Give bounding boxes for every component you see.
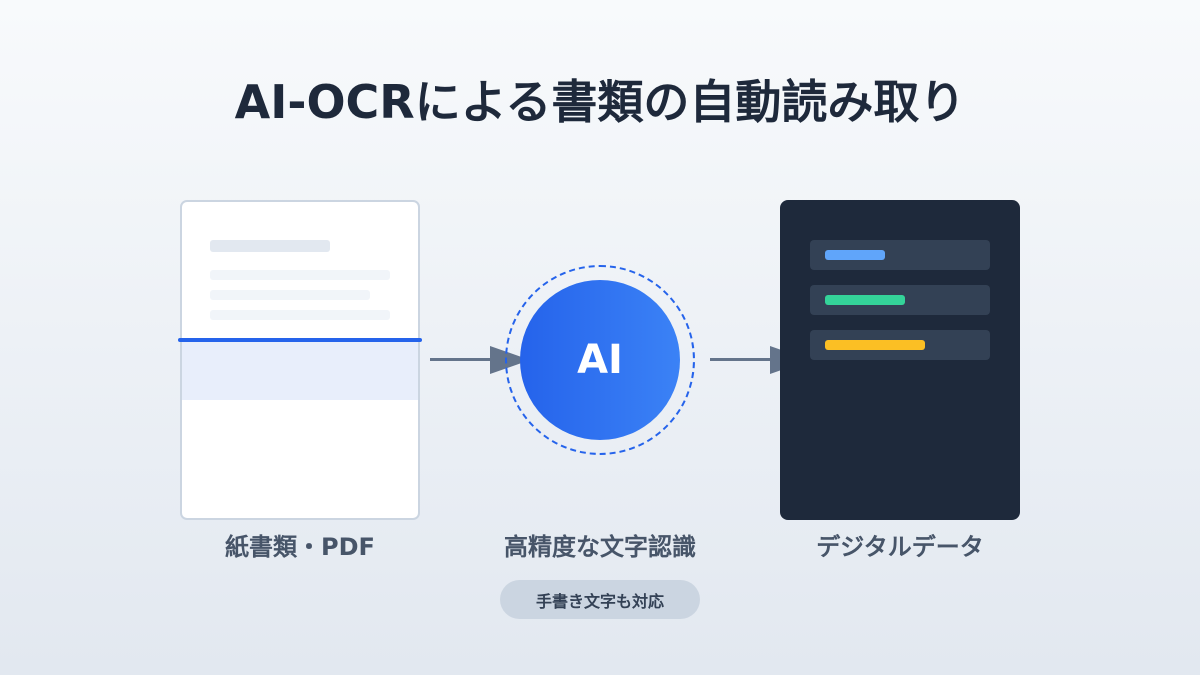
step-label-paper: 紙書類・PDF	[225, 533, 375, 561]
ai-circle: AI	[520, 280, 680, 440]
scan-line	[178, 338, 422, 342]
doc-text-line	[210, 310, 390, 320]
data-field	[810, 285, 990, 315]
doc-text-line	[210, 270, 390, 280]
handwriting-badge: 手書き文字も対応	[500, 580, 700, 619]
data-field	[810, 240, 990, 270]
scan-highlight	[182, 342, 418, 400]
step-label-digital: デジタルデータ	[816, 533, 984, 561]
step-label-recognition: 高精度な文字認識	[504, 533, 696, 561]
doc-heading-line	[210, 240, 330, 252]
arrow-shaft	[430, 358, 492, 361]
data-field-bar	[825, 295, 905, 305]
data-field-bar	[825, 250, 885, 260]
page-title: AI-OCRによる書類の自動読み取り	[234, 75, 966, 129]
ai-label: AI	[577, 337, 623, 383]
data-field	[810, 330, 990, 360]
digital-data-panel	[780, 200, 1020, 520]
data-field-bar	[825, 340, 925, 350]
doc-text-line	[210, 290, 370, 300]
ai-dashed-ring	[505, 265, 695, 455]
arrow-shaft	[710, 358, 772, 361]
